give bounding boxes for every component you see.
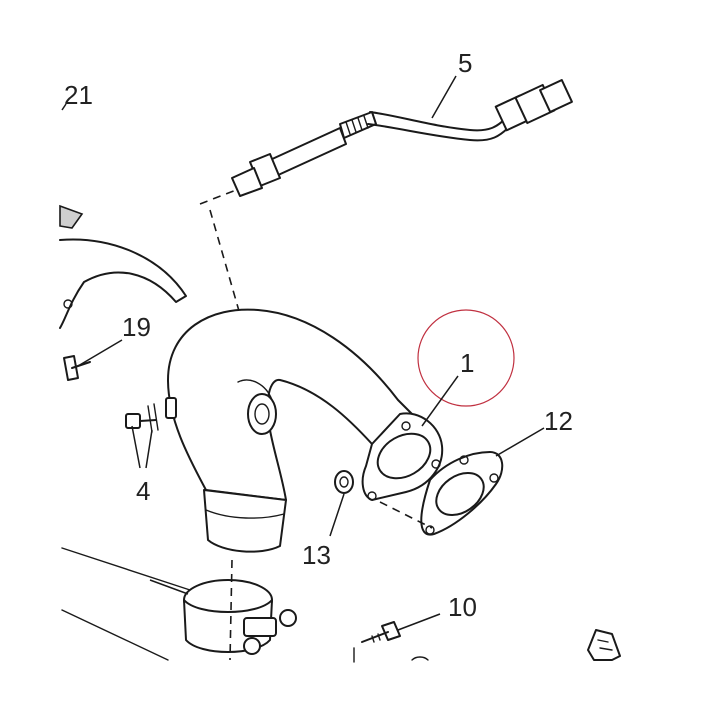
bolt-19[interactable] xyxy=(63,355,91,381)
leader-21 xyxy=(61,103,67,111)
guide-line xyxy=(61,547,191,591)
callout-5: 5 xyxy=(458,48,472,78)
callout-1: 1 xyxy=(460,348,474,378)
leader-clamp xyxy=(149,579,189,595)
clamp-alignment-line xyxy=(229,559,233,661)
callout-13: 13 xyxy=(302,540,331,570)
gasket-alignment-line xyxy=(379,501,433,529)
callout-21: 21 xyxy=(64,80,93,110)
clip-fastener[interactable] xyxy=(125,403,159,433)
oxygen-sensor[interactable] xyxy=(231,79,573,197)
leader-1 xyxy=(421,375,459,427)
bracket-fragment xyxy=(411,629,621,661)
exhaust-gasket[interactable] xyxy=(420,451,504,536)
leader-10 xyxy=(397,613,441,631)
leader-12 xyxy=(495,427,545,457)
leader-5 xyxy=(431,75,457,119)
leader-13 xyxy=(329,493,345,537)
exhaust-down-pipe[interactable] xyxy=(165,308,444,553)
stud-nut[interactable] xyxy=(334,470,354,494)
bolt-10[interactable] xyxy=(361,621,401,643)
side-panel-fragment xyxy=(59,204,187,329)
callout-4: 4 xyxy=(136,476,150,506)
leader-19 xyxy=(77,339,123,367)
callout-10: 10 xyxy=(448,592,477,622)
guide-line xyxy=(61,609,169,661)
callout-12: 12 xyxy=(544,406,573,436)
highlight-circle xyxy=(417,309,515,407)
exhaust-clamp[interactable] xyxy=(183,579,297,655)
callout-19: 19 xyxy=(122,312,151,342)
leader-4 xyxy=(131,425,153,469)
